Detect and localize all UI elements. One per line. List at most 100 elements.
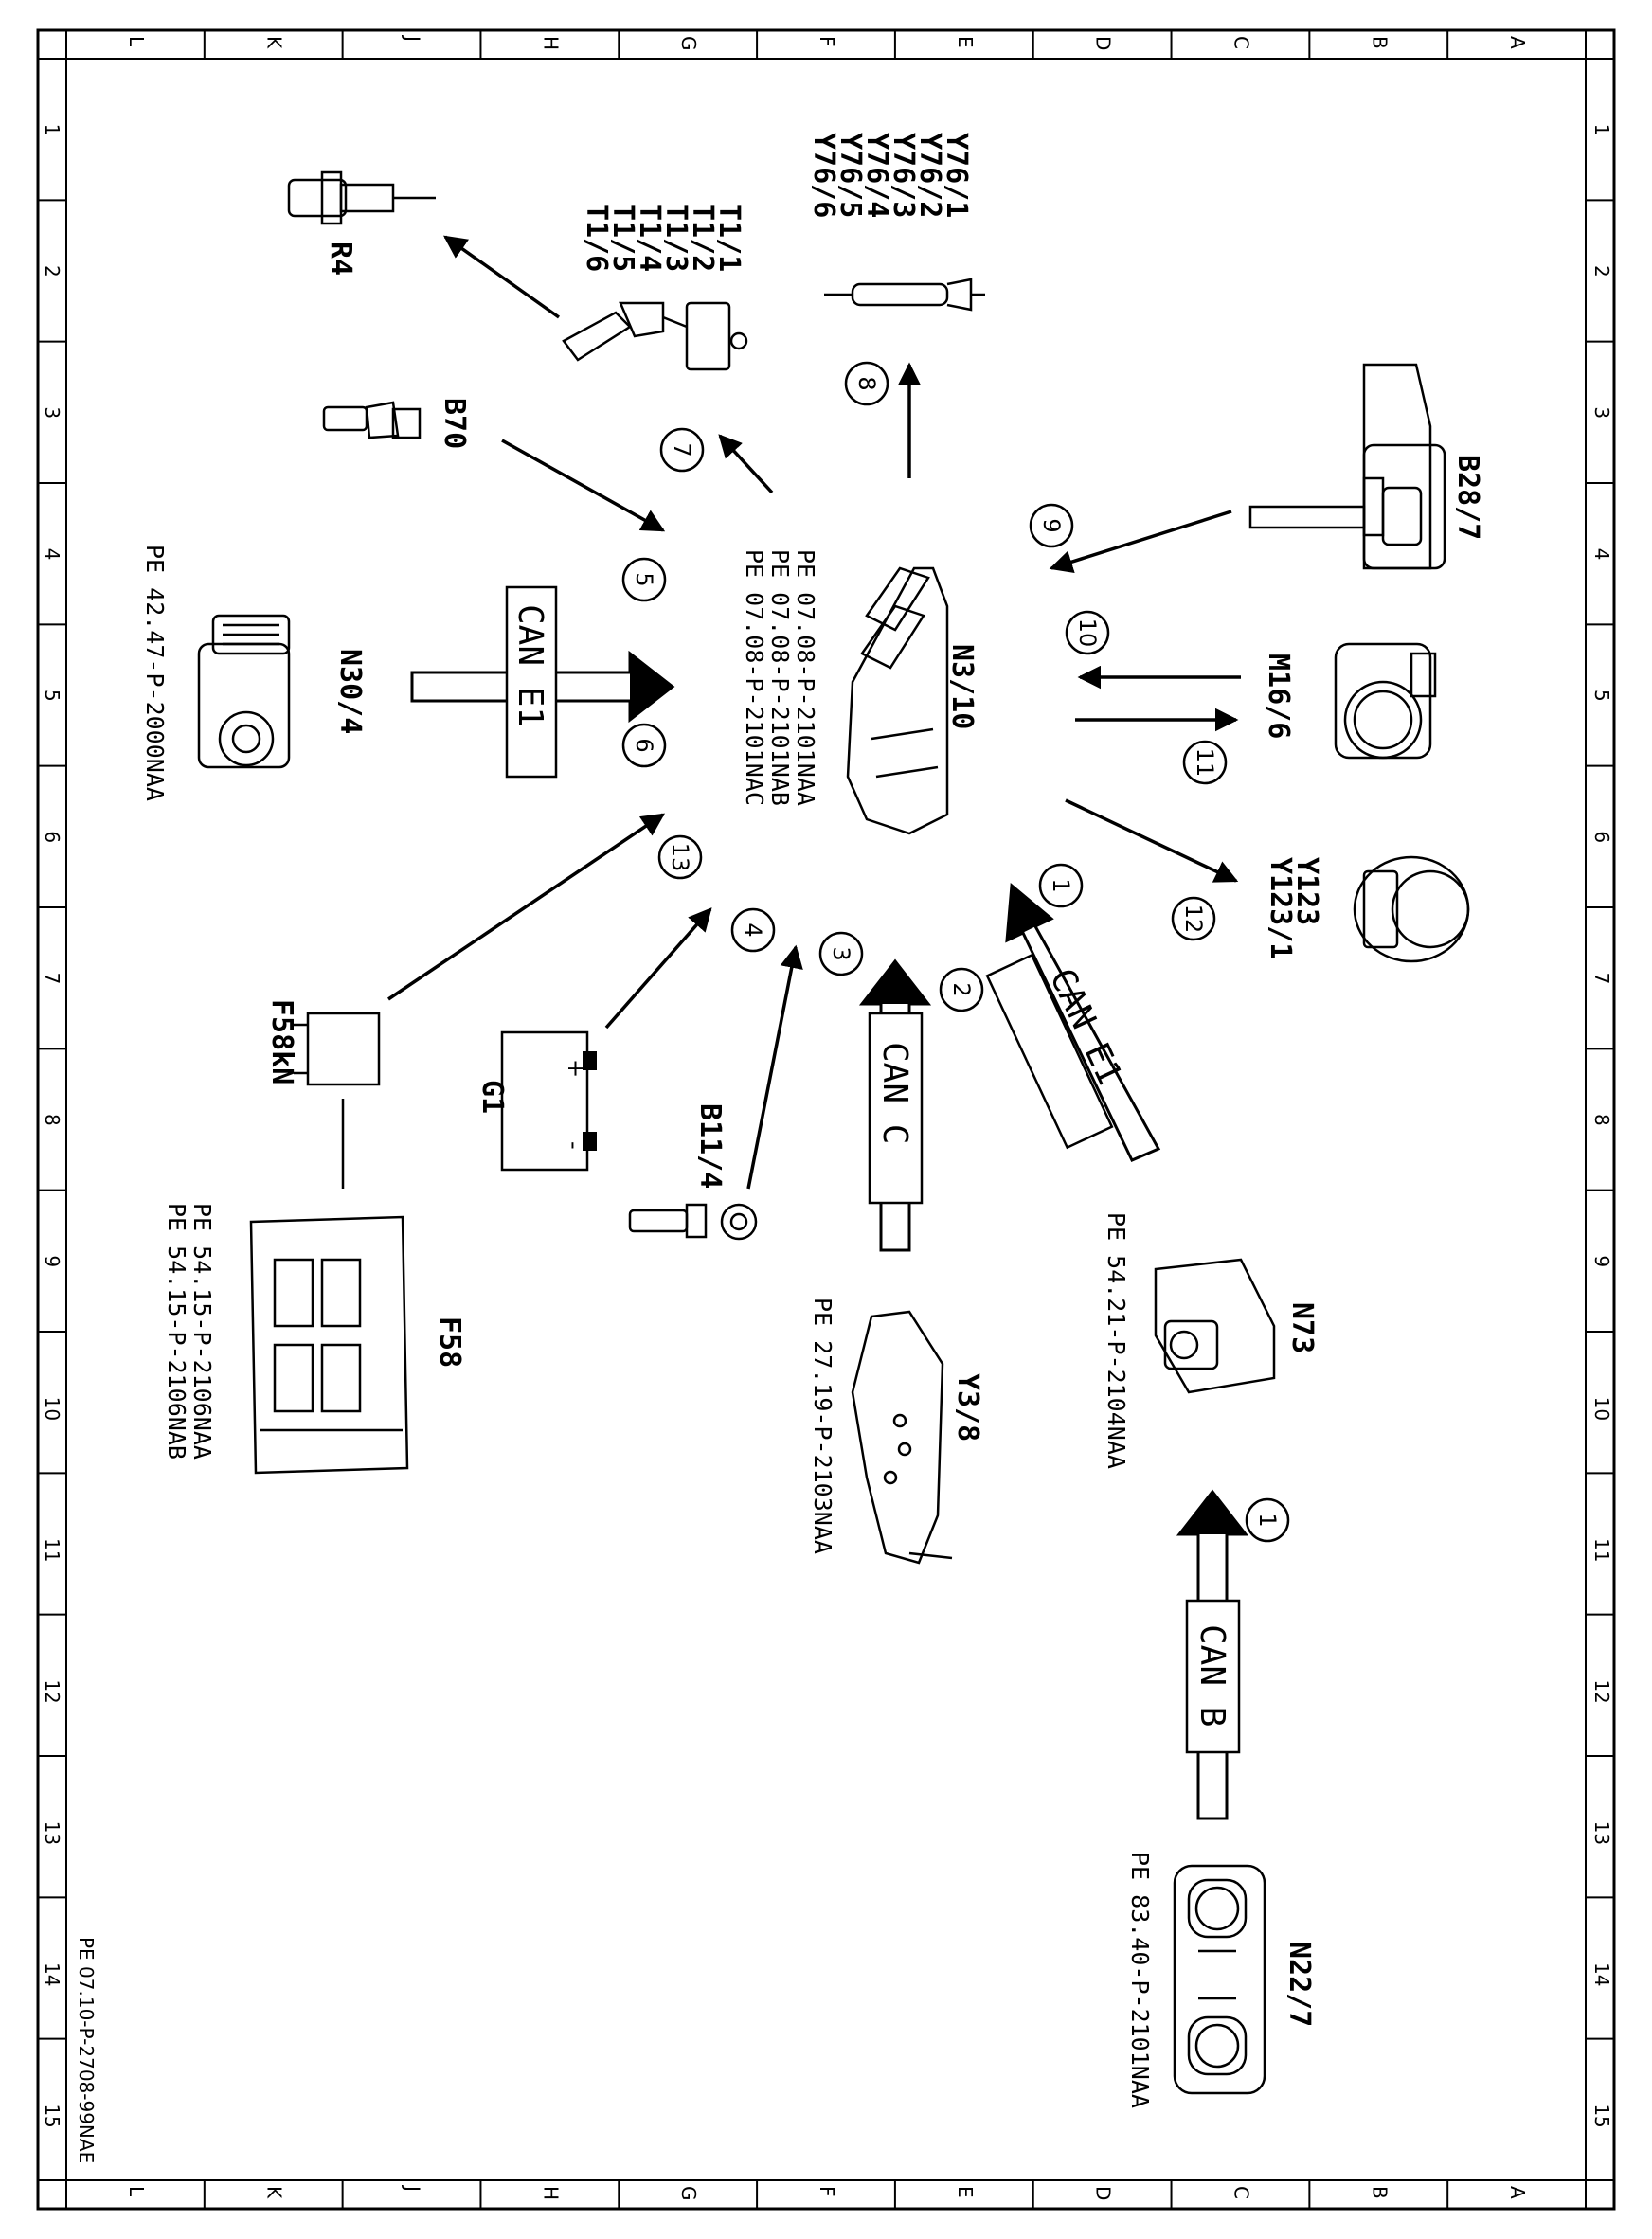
label-b70: B70 xyxy=(438,398,471,449)
frame-col-number: 5 xyxy=(1590,690,1613,702)
label-g1: G1 xyxy=(476,1080,509,1114)
arrow-ecu-to-t1 xyxy=(718,434,774,494)
label-b11-4: B11/4 xyxy=(693,1103,727,1189)
frame-row-letter: K xyxy=(263,36,286,49)
frame-col-number: 1 xyxy=(1590,124,1613,136)
frame-row-letter: C xyxy=(1230,36,1252,49)
frame-row-letter: B xyxy=(1368,36,1391,49)
frame-col-number: 14 xyxy=(1590,1962,1613,1986)
arrow-t1-to-r4 xyxy=(443,235,561,319)
frame-col-number: 1 xyxy=(41,124,63,136)
throttle-m16-6: M16/6 xyxy=(1262,642,1437,760)
frame-row-letter: L xyxy=(125,36,148,47)
callout-number: 11 xyxy=(1192,748,1218,778)
frame-col-number: 8 xyxy=(1590,1114,1613,1126)
can-b-label: CAN B xyxy=(1193,1624,1231,1727)
ref-n73: PE 54.21-P-2104NAA xyxy=(1103,1212,1130,1469)
ref-n3-10-a: PE 07.08-P-2101NAA xyxy=(792,549,819,806)
frame-row-letter: J xyxy=(402,34,424,42)
module-y3-8: Y3/8 PE 27.19-P-2103NAA xyxy=(809,1298,984,1565)
frame-row-letter: D xyxy=(1092,2186,1115,2200)
callout-4: 4 xyxy=(730,907,776,953)
callout-number: 10 xyxy=(1074,618,1101,648)
svg-text:+: + xyxy=(563,1059,589,1078)
frame-col-number: 11 xyxy=(41,1538,63,1562)
frame-row-letter: H xyxy=(539,36,562,50)
ignition-coil-t1: T1/1 T1/2 T1/3 T1/4 T1/5 T1/6 xyxy=(562,204,748,371)
callout-number: 1 xyxy=(1048,878,1074,892)
spark-plug-r4: R4 xyxy=(287,170,436,276)
ref-f58-b: PE 54.15-P-2106NAB xyxy=(163,1203,190,1460)
callout-6: 6 xyxy=(621,723,667,768)
callout-number: 6 xyxy=(631,738,657,752)
arrow-ecu-to-y123 xyxy=(1065,798,1239,883)
ref-n22-7: PE 83.40-P-2101NAA xyxy=(1126,1852,1154,2108)
sensor-b11-4: B11/4 xyxy=(628,1103,758,1241)
callout-14: 1 xyxy=(1245,1497,1290,1543)
frame-row-letter: K xyxy=(263,2186,286,2199)
frame-col-number: 9 xyxy=(1590,1255,1613,1267)
frame-row-letter: J xyxy=(402,2184,424,2192)
callout-number: 3 xyxy=(828,946,854,960)
ref-n3-10-b: PE 07.08-P-2101NAB xyxy=(766,549,794,806)
frame-row-letter: G xyxy=(677,36,700,51)
frame-row-letter: F xyxy=(816,2186,838,2197)
signal-arrows xyxy=(341,235,1241,1190)
callout-3: 3 xyxy=(818,931,864,976)
frame-col-number: 6 xyxy=(41,831,63,843)
frame-row-letter: E xyxy=(954,2186,977,2198)
labels-y123: Y123 Y123/1 xyxy=(1264,857,1323,959)
label-y76-2: Y76/2 xyxy=(913,133,946,218)
arrow-b11-4-to-ecu xyxy=(746,944,803,1190)
callout-number: 8 xyxy=(853,376,880,390)
callout-number: 13 xyxy=(667,843,693,872)
label-f58: F58 xyxy=(433,1317,466,1368)
frame-col-number: 3 xyxy=(1590,406,1613,419)
callout-2: 2 xyxy=(939,967,984,1012)
svg-text:-: - xyxy=(561,1141,587,1150)
frame-row-letter: L xyxy=(125,2186,148,2197)
module-n22-7: N22/7 PE 83.40-P-2101NAA xyxy=(1126,1852,1316,2108)
label-m16-6: M16/6 xyxy=(1262,654,1295,739)
frame-col-number: 14 xyxy=(41,1962,63,1986)
doc-id: PE 07.10-P-2708-99NAE xyxy=(75,1937,98,2163)
frame-col-number: 15 xyxy=(1590,2104,1613,2127)
callout-number: 1 xyxy=(1254,1513,1281,1527)
callout-10: 10 xyxy=(1065,610,1110,655)
ref-n3-10: PE 07.08-P-2101NAA PE 07.08-P-2101NAB PE… xyxy=(741,549,819,806)
label-f58kn: F58kN xyxy=(265,999,298,1084)
frame-row-letter: D xyxy=(1092,36,1115,50)
frame-col-number: 7 xyxy=(1590,973,1613,985)
ref-f58: PE 54.15-P-2106NAA PE 54.15-P-2106NAB xyxy=(163,1203,216,1460)
frame-col-number: 12 xyxy=(1590,1679,1613,1703)
callout-number: 12 xyxy=(1180,905,1207,934)
callout-1: 1 xyxy=(1038,863,1084,908)
frame-col-number: 13 xyxy=(41,1821,63,1845)
label-t1-2: T1/2 xyxy=(686,204,719,272)
label-t1-1: T1/1 xyxy=(712,204,745,272)
frame-row-letter: C xyxy=(1230,2186,1252,2199)
module-n30-4: N30/4 PE 42.47-P-2000NAA xyxy=(141,545,367,801)
arrow-g1-to-ecu xyxy=(604,907,712,1030)
frame-row-letter: A xyxy=(1506,2186,1529,2199)
callout-12: 12 xyxy=(1171,896,1216,941)
injector-y76: Y76/1 Y76/2 Y76/3 Y76/4 Y76/5 Y76/6 xyxy=(807,133,985,312)
frame-col-number: 4 xyxy=(41,548,63,561)
frame-row-letter: F xyxy=(816,36,838,47)
label-y76-4: Y76/4 xyxy=(860,133,893,218)
can-c-bus: CAN C xyxy=(858,958,932,1252)
ref-n3-10-c: PE 07.08-P-2101NAC xyxy=(741,549,768,806)
ref-f58-a: PE 54.15-P-2106NAA xyxy=(189,1203,216,1460)
sensor-b28-7: B28/7 xyxy=(1248,363,1484,570)
callout-11: 11 xyxy=(1182,740,1228,785)
callout-number: 7 xyxy=(669,442,695,457)
frame-col-number: 3 xyxy=(41,406,63,419)
frame-col-number: 6 xyxy=(1590,831,1613,843)
frame-col-number: 5 xyxy=(41,690,63,702)
callout-9: 9 xyxy=(1029,503,1074,548)
fusebox-f58: F58 PE 54.15-P-2106NAA PE 54.15-P-2106NA… xyxy=(163,1203,466,1475)
label-t1-3: T1/3 xyxy=(659,204,692,272)
frame-col-number: 13 xyxy=(1590,1821,1613,1845)
